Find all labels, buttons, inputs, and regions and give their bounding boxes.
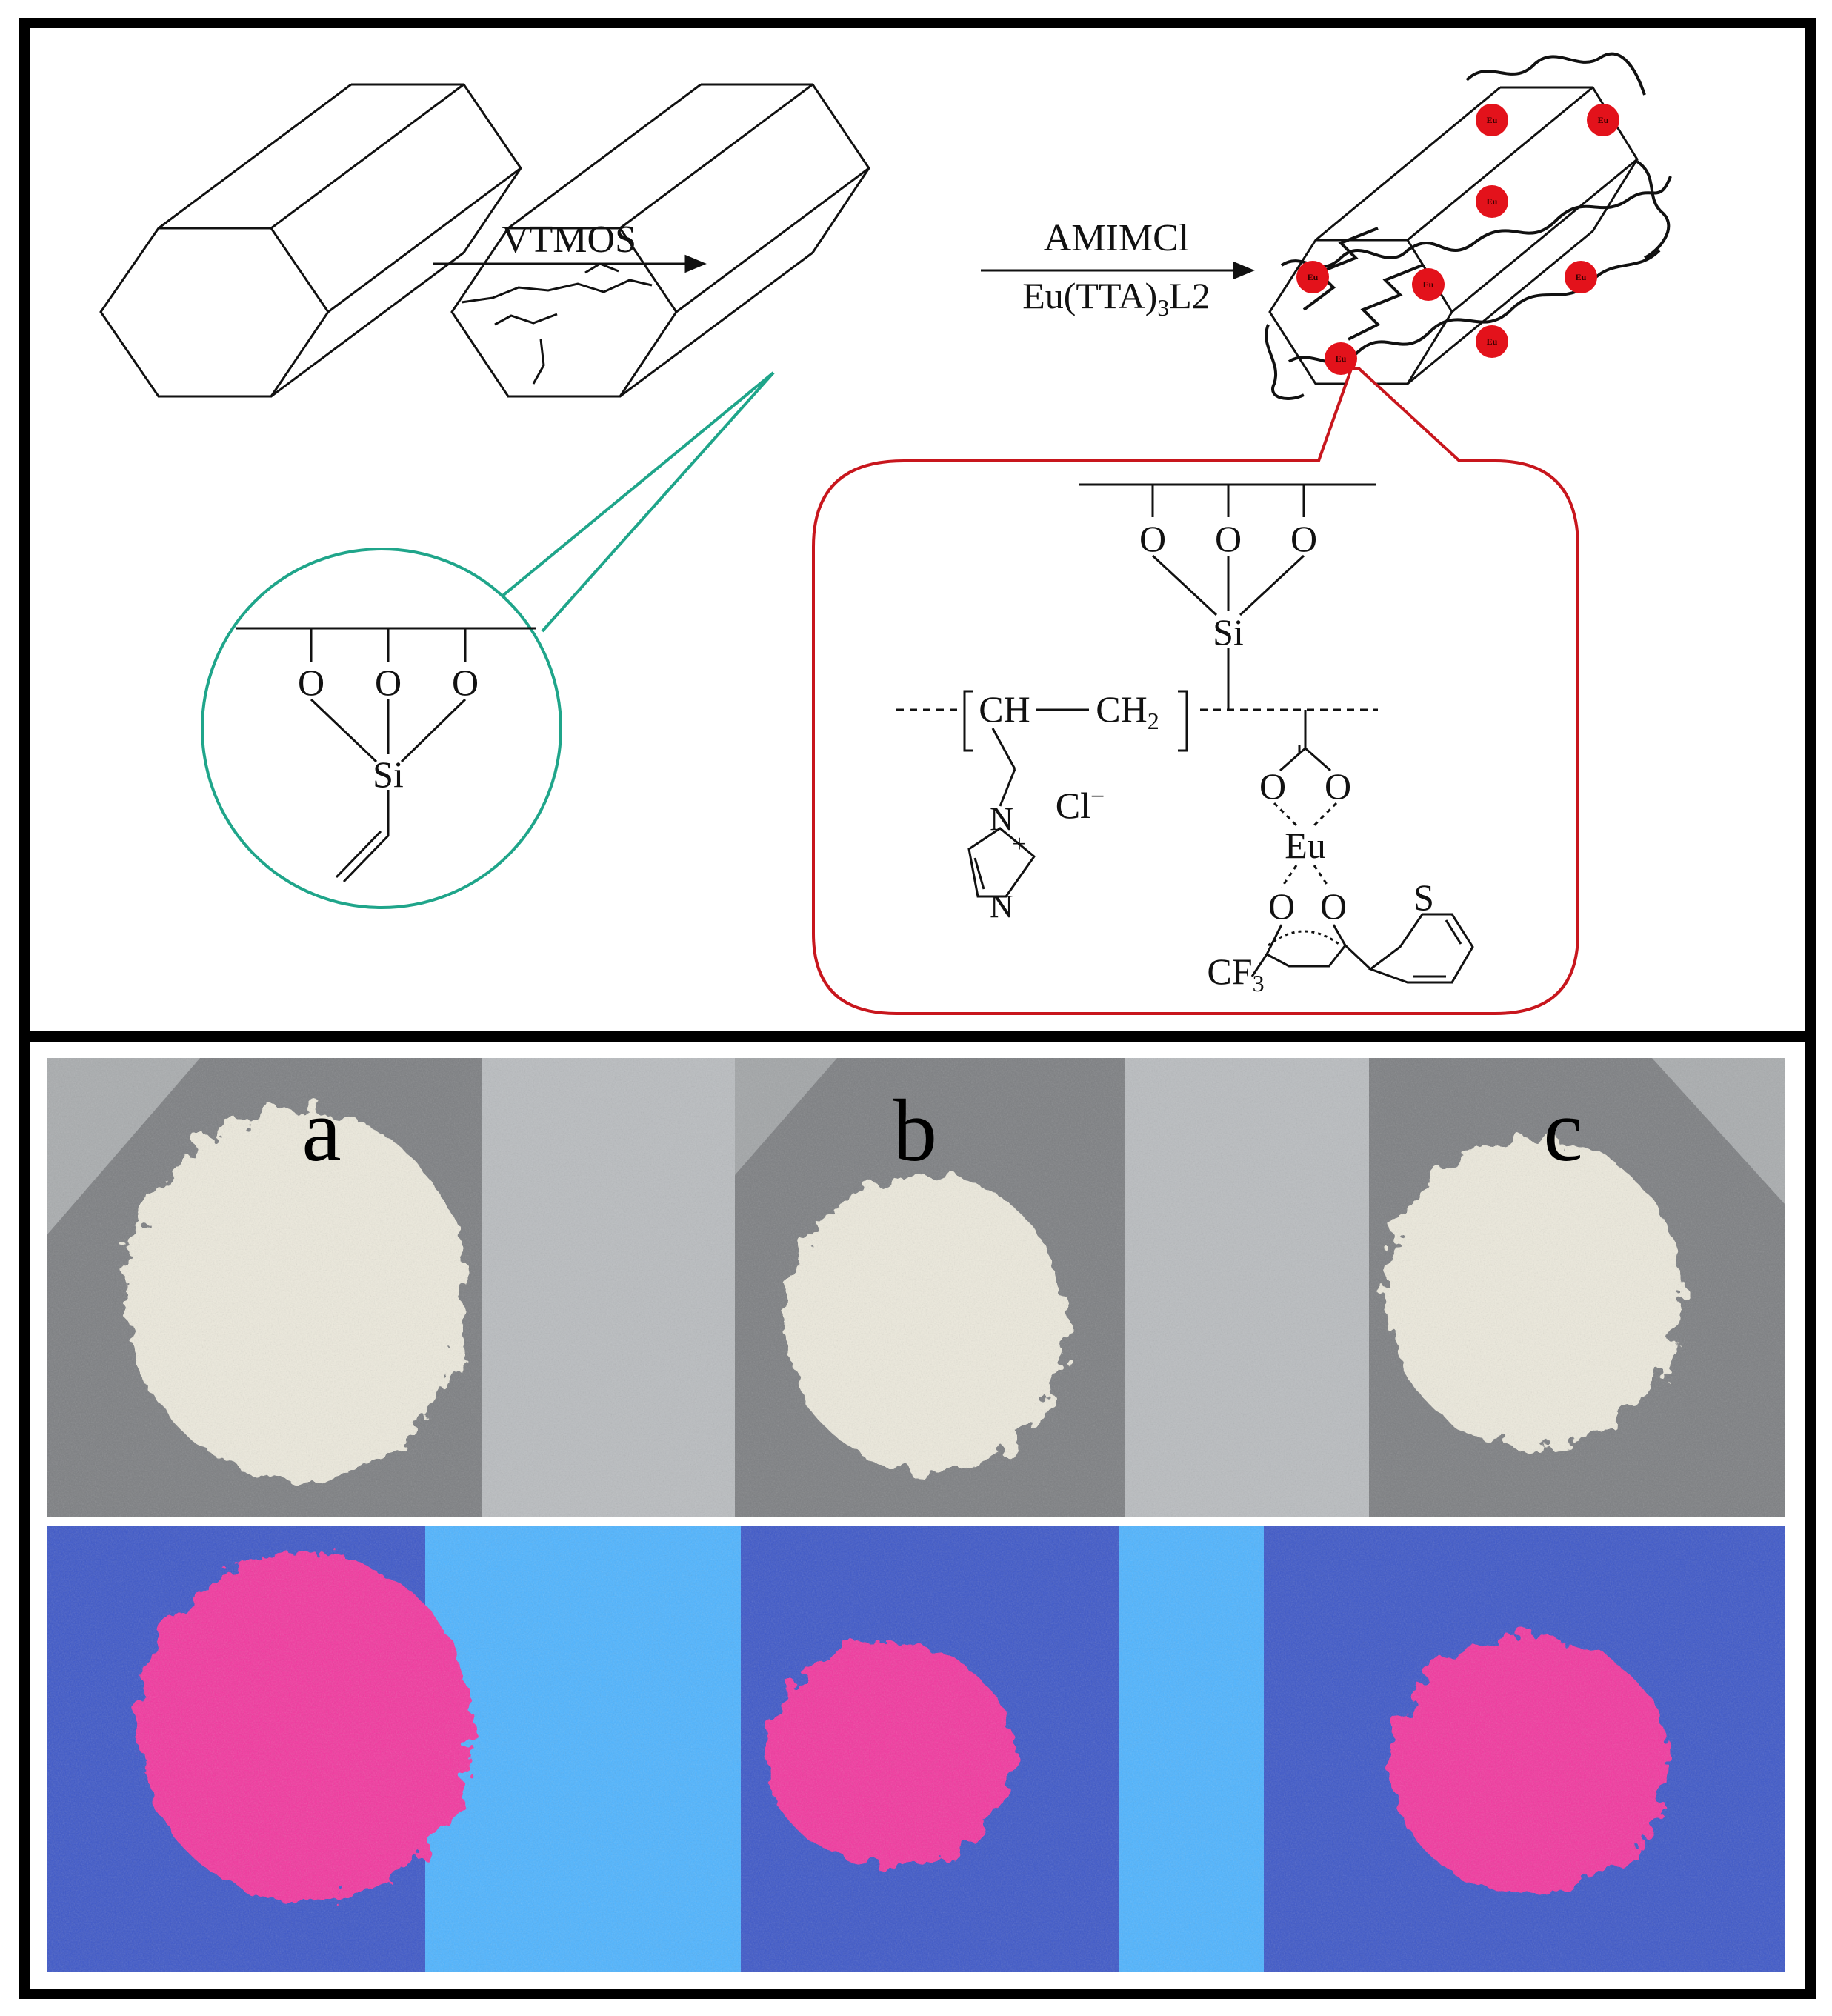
eu-dot	[1412, 268, 1445, 301]
eu-dot-label: Eu	[1487, 196, 1498, 207]
eu-dot	[1296, 261, 1329, 293]
eu-dot-label: Eu	[1308, 272, 1319, 282]
arrow-step-2	[981, 261, 1255, 280]
ch2-group: CH2	[1096, 688, 1159, 734]
silicon-atom: Si	[1213, 611, 1244, 653]
oxygen-atom: O	[1139, 518, 1166, 559]
eu-dot	[1325, 342, 1357, 375]
eu-dot	[1476, 104, 1508, 136]
oxygen-atom: O	[298, 662, 324, 703]
oxygen-atom: O	[452, 662, 479, 703]
eu-dot-label: Eu	[1423, 279, 1434, 290]
nitrogen-atom: N	[990, 801, 1013, 837]
sulfur-atom: S	[1413, 876, 1434, 918]
eu-dot	[1565, 261, 1597, 293]
eu-dot-label: Eu	[1487, 115, 1498, 125]
vinyl-silane-structure	[236, 627, 536, 883]
arrow-step-1	[433, 254, 707, 273]
sample-label-c: c	[1543, 1081, 1582, 1180]
oxygen-atom: O	[1290, 518, 1317, 559]
oxygen-atom: O	[1268, 885, 1295, 927]
reagent-vtmos: VTMOS	[502, 219, 636, 261]
eu-dot	[1587, 104, 1619, 136]
bare-hexagonal-rod	[99, 83, 522, 398]
oxygen-atom: O	[1325, 765, 1351, 807]
eu-dot-label: Eu	[1576, 272, 1587, 282]
europium-atom: Eu	[1285, 825, 1326, 866]
vinyl-modified-rod	[450, 83, 870, 398]
photo-panel: a b c	[19, 1031, 1816, 1999]
eu-dot-label: Eu	[1598, 115, 1609, 125]
chloride-ion: Cl−	[1056, 783, 1105, 826]
positive-charge: +	[1012, 831, 1026, 858]
eu-dot-label: Eu	[1487, 336, 1498, 347]
eu-dot	[1476, 325, 1508, 358]
scheme-panel: Eu Eu Eu Eu Eu Eu Eu Eu VTMOS AMIMCl Eu(…	[19, 18, 1816, 1042]
nitrogen-atom: N	[990, 888, 1013, 925]
vinyl-callout	[201, 371, 775, 909]
reagent-amimcl: AMIMCl	[1044, 217, 1189, 259]
sample-label-a: a	[302, 1081, 341, 1180]
uv-photo	[47, 1526, 1785, 1972]
complex-callout	[812, 367, 1579, 1015]
eu-dot	[1476, 185, 1508, 218]
ch-group: CH	[979, 688, 1030, 730]
eu-markers: Eu Eu Eu Eu Eu Eu Eu Eu	[1296, 104, 1619, 375]
eu-dot-label: Eu	[1336, 353, 1347, 364]
reagent-eu-complex: Eu(TTA)3L2	[1022, 275, 1210, 321]
silicon-atom: Si	[373, 753, 404, 795]
oxygen-atom: O	[375, 662, 402, 703]
oxygen-atom: O	[1259, 765, 1286, 807]
oxygen-atom: O	[1320, 885, 1347, 927]
cf3-group: CF3	[1207, 951, 1264, 997]
powder-photographs: a b c	[47, 1058, 1785, 1972]
daylight-photo	[47, 1058, 1785, 1517]
eu-complex-structure	[896, 483, 1474, 984]
oxygen-atom: O	[1215, 518, 1242, 559]
sample-label-b: b	[893, 1081, 937, 1180]
scheme-drawing: Eu Eu Eu Eu Eu Eu Eu Eu VTMOS AMIMCl Eu(…	[99, 52, 1672, 1015]
